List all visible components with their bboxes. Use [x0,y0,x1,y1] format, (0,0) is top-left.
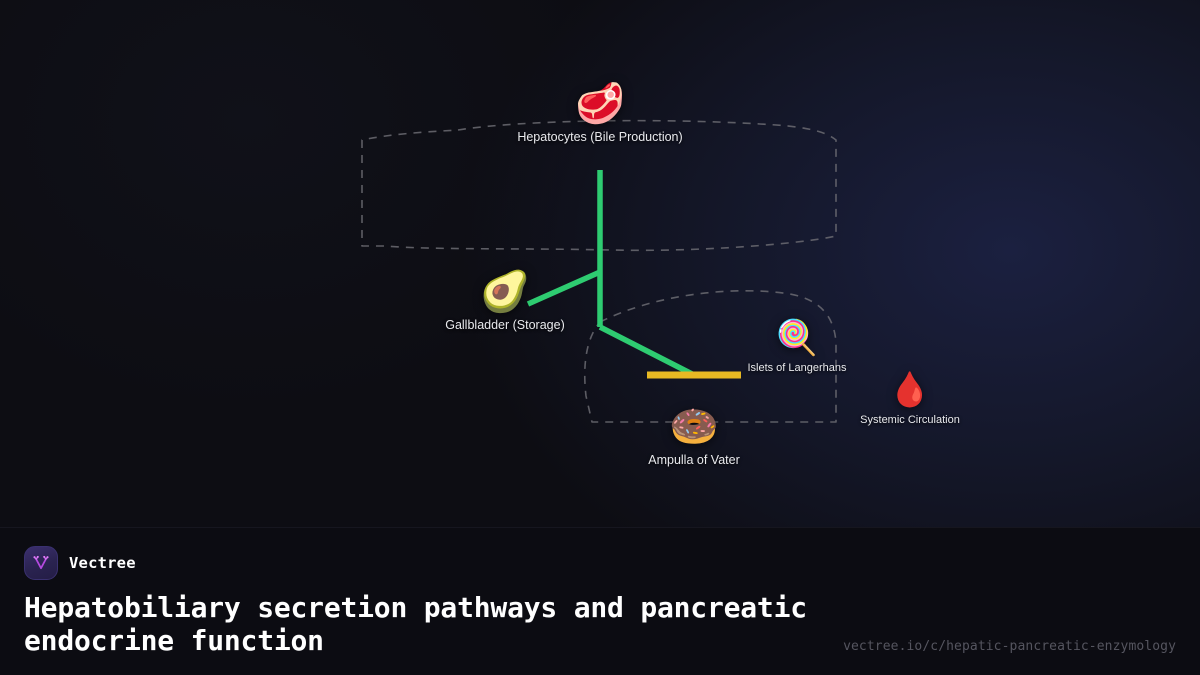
node-label-hepatocytes: Hepatocytes (Bile Production) [517,130,683,144]
avocado-icon: 🥑 [480,270,530,314]
edge-lower-bar [598,324,696,378]
node-label-circulation: Systemic Circulation [860,414,960,426]
footer-bar: Vectree Hepatobiliary secretion pathways… [0,527,1200,675]
page-url: vectree.io/c/hepatic-pancreatic-enzymolo… [843,639,1176,654]
region-hepatic [361,119,837,252]
node-gallbladder[interactable]: 🥑 Gallbladder (Storage) [400,269,610,333]
meat-icon: 🥩 [575,82,625,126]
diagram-canvas[interactable]: 🥩 Hepatocytes (Bile Production) 🥑 Gallbl… [0,0,1200,527]
diagram-svg [361,119,837,423]
node-label-islets: Islets of Langerhans [747,362,847,374]
node-circulation[interactable]: 🩸 Systemic Circulation [805,370,1015,428]
brand-name: Vectree [69,554,136,572]
node-islets[interactable]: 🍭 Islets of Langerhans [692,318,902,376]
page-title: Hepatobiliary secretion pathways and pan… [24,591,807,657]
node-label-gallbladder: Gallbladder (Storage) [445,318,565,332]
edge-trunk-gallbladder [526,269,602,307]
node-ampulla[interactable]: 🍩 Ampulla of Vater [589,404,799,468]
lollipop-icon: 🍭 [775,319,819,357]
region-pancreatic [583,289,837,423]
node-hepatocytes[interactable]: 🥩 Hepatocytes (Bile Production) [495,81,705,145]
blood-drop-icon: 🩸 [888,371,932,409]
donut-icon: 🍩 [669,405,719,449]
vectree-tree-icon [24,546,58,580]
brand-row[interactable]: Vectree [24,546,136,580]
node-label-ampulla: Ampulla of Vater [648,453,740,467]
